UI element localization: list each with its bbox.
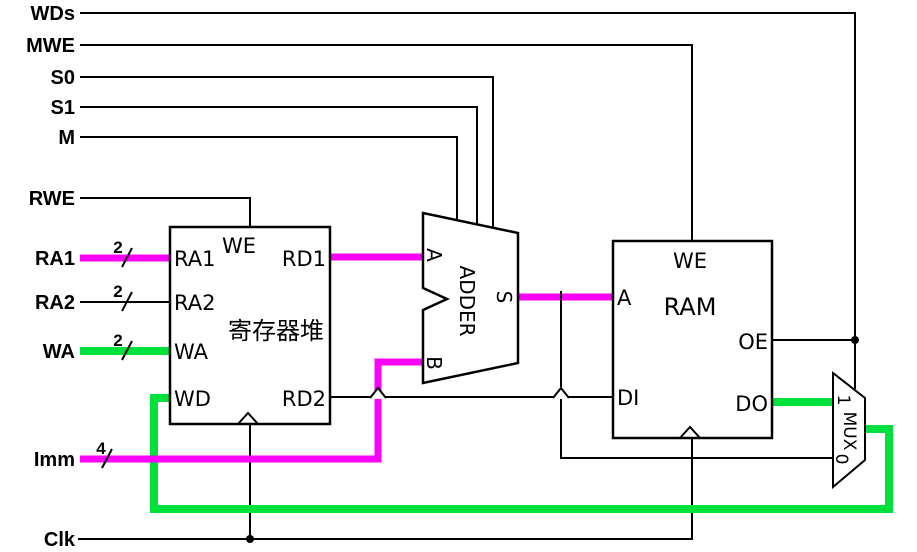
regfile-port-rd2: RD2 <box>282 387 326 411</box>
junctions <box>246 336 859 543</box>
ram-clock-triangle-icon <box>679 425 701 439</box>
green-wires <box>80 347 893 513</box>
rwe-wire <box>80 197 251 227</box>
wds-label: WDs <box>31 3 75 25</box>
wire-hop-1 <box>369 386 387 399</box>
wa-label: WA <box>43 341 75 363</box>
imm-bus-slash-icon <box>101 448 113 469</box>
oe-wds-junction-dot <box>851 336 859 344</box>
bus-width-marks: 2 2 2 4 <box>96 238 133 469</box>
register-file-title: 寄存器堆 <box>228 317 324 345</box>
clk-label: Clk <box>44 529 76 551</box>
ra2-label: RA2 <box>35 292 75 314</box>
mux-port-0: 0 <box>831 454 851 465</box>
black-wires <box>80 12 856 459</box>
ra1-bus-width: 2 <box>113 238 122 257</box>
ram-title: RAM <box>664 293 717 321</box>
s1-wire <box>80 106 478 225</box>
ram-port-do: DO <box>735 392 768 416</box>
register-file-labels: WE RA1 RA2 WA WD RD1 RD2 寄存器堆 <box>174 234 326 411</box>
clk-wire <box>78 438 693 540</box>
blocks <box>168 211 866 490</box>
mux-title: MUX <box>839 412 859 451</box>
ram-port-di: DI <box>617 386 639 410</box>
ram-port-we: WE <box>673 249 707 273</box>
ram-port-oe: OE <box>738 330 768 354</box>
mwe-label: MWE <box>26 35 75 57</box>
regfile-port-wa: WA <box>174 340 209 364</box>
adder-port-s: S <box>492 291 516 304</box>
imm-label: Imm <box>34 449 75 471</box>
regfile-port-rd1: RD1 <box>282 247 326 271</box>
adder-labels: A B ADDER S <box>422 248 516 370</box>
ram-port-a: A <box>617 286 632 310</box>
m-wire <box>80 136 458 221</box>
ra2-bus-width: 2 <box>113 282 122 301</box>
mux-port-1: 1 <box>833 395 853 406</box>
mwe-wire <box>80 44 693 241</box>
s-branch-to-mux0-wire <box>560 397 833 459</box>
ra1-label: RA1 <box>35 248 75 270</box>
adder-title: ADDER <box>455 265 479 336</box>
wa-bus-slash-icon <box>121 340 133 361</box>
mux-labels: 1 MUX 0 <box>831 395 859 465</box>
adder-port-b: B <box>422 356 446 370</box>
regfile-port-ra1: RA1 <box>174 247 215 271</box>
regfile-port-we: WE <box>222 234 256 258</box>
rwe-label: RWE <box>29 188 75 210</box>
regfile-port-wd: WD <box>174 387 211 411</box>
ram-block <box>611 239 774 440</box>
mux-to-wd-feedback-wire <box>150 394 893 513</box>
wds-wire <box>80 12 856 389</box>
ra2-bus-slash-icon <box>121 291 133 312</box>
s0-label: S0 <box>51 67 75 89</box>
imm-to-adder-b-wire <box>80 358 423 463</box>
magenta-wires <box>80 253 613 463</box>
ram-labels: WE RAM A DI OE DO <box>617 249 768 416</box>
wire-hop-2 <box>552 386 570 399</box>
register-file-block <box>168 225 332 426</box>
register-file-clock-triangle-icon <box>237 411 259 425</box>
mux-block <box>832 370 866 490</box>
regfile-port-ra2: RA2 <box>174 291 215 315</box>
imm-bus-width: 4 <box>96 439 106 458</box>
ra1-bus-slash-icon <box>121 247 133 268</box>
s0-wire <box>80 76 494 229</box>
adder-block <box>421 211 520 385</box>
clk-junction-dot <box>246 535 254 543</box>
signal-labels: WDs MWE S0 S1 M RWE RA1 RA2 WA Imm Clk <box>26 3 76 551</box>
m-label: M <box>58 127 75 149</box>
wa-bus-width: 2 <box>113 331 122 350</box>
hop-mask-2 <box>552 387 570 399</box>
adder-port-a: A <box>422 248 446 262</box>
s1-label: S1 <box>51 97 75 119</box>
hop-mask-1 <box>369 387 387 399</box>
clk-wires <box>78 424 693 540</box>
